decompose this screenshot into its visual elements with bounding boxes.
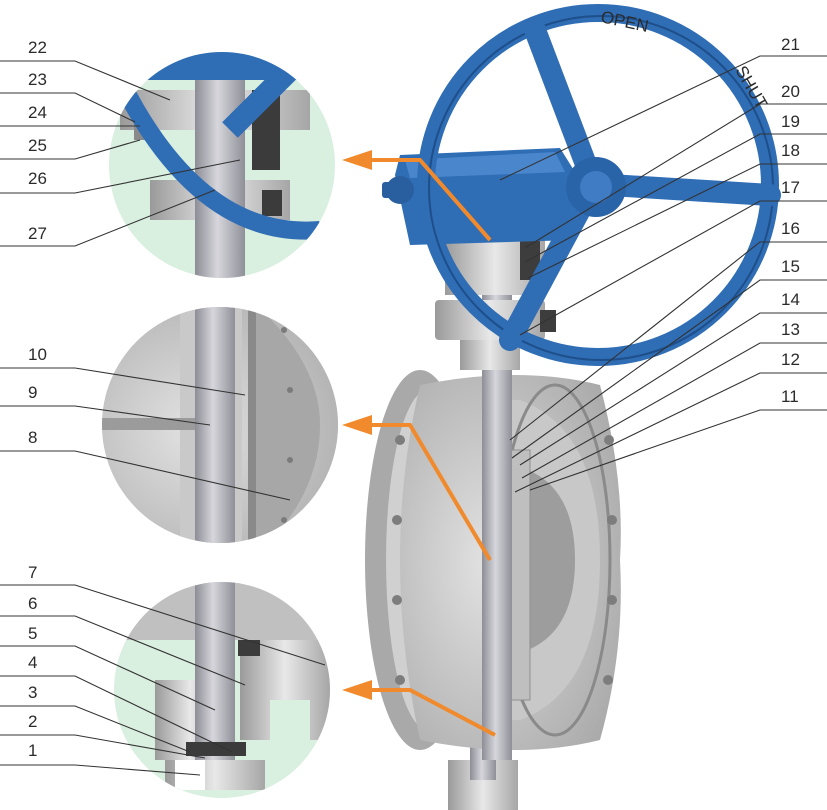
detail-bottom-lower-bearing [114,582,330,798]
callout-17: 17 [519,178,827,336]
arrow-mid-line [370,423,492,562]
svg-text:11: 11 [781,387,799,406]
svg-text:16: 16 [781,219,800,238]
callout-8: 8 [0,428,291,501]
arrow-top-line [370,158,492,242]
callout-2: 2 [0,712,206,759]
detail-top-gearbox-stem [109,52,335,278]
callout-4: 4 [0,653,233,753]
callout-16: 16 [509,219,827,441]
callout-1: 1 [0,741,201,776]
callout-12: 12 [514,350,827,493]
callout-24: 24 [0,103,140,127]
svg-text:18: 18 [781,141,800,160]
svg-text:9: 9 [28,383,37,402]
callout-26: 26 [0,159,241,194]
arrow-bot-line [370,688,496,737]
svg-text:15: 15 [781,257,800,276]
svg-text:5: 5 [28,624,37,643]
detail-middle-disc-stem [102,307,338,543]
callout-19: 19 [524,112,827,263]
svg-text:24: 24 [28,103,47,122]
callout-20: 20 [524,82,827,249]
callout-3: 3 [0,683,191,753]
arrow-left-icon [342,415,372,435]
flange-bolt-holes [392,435,617,685]
callout-25: 25 [0,136,141,160]
svg-text:4: 4 [28,653,37,672]
svg-text:23: 23 [28,70,47,89]
svg-text:27: 27 [28,224,47,243]
svg-text:6: 6 [28,594,37,613]
callout-18: 18 [527,141,827,279]
callout-23: 23 [0,70,136,123]
arrow-left-icon [342,150,372,170]
svg-text:14: 14 [781,290,800,309]
callout-21: 21 [499,35,827,181]
svg-text:26: 26 [28,169,47,188]
svg-text:17: 17 [781,178,800,197]
callouts-left: 22 23 24 25 26 27 10 9 [0,38,326,776]
svg-text:10: 10 [28,345,47,364]
callout-13: 13 [521,320,827,479]
callout-9: 9 [0,383,211,426]
detail-arrows [342,150,496,737]
svg-text:3: 3 [28,683,37,702]
callout-14: 14 [519,290,827,466]
svg-text:22: 22 [28,38,47,57]
svg-text:1: 1 [28,741,37,760]
svg-text:25: 25 [28,136,47,155]
svg-text:13: 13 [781,320,800,339]
callouts-right: 21 20 19 18 17 16 15 14 [499,35,827,493]
svg-text:8: 8 [28,428,37,447]
callout-6: 6 [0,594,246,686]
callout-11: 11 [529,387,827,491]
callout-7: 7 [0,563,326,666]
callout-22: 22 [0,38,171,101]
callout-15: 15 [511,257,827,459]
svg-text:20: 20 [781,82,800,101]
valve-main-assembly: OPEN SHUT [365,4,781,810]
svg-text:19: 19 [781,112,800,131]
svg-text:21: 21 [781,35,800,54]
svg-text:2: 2 [28,712,37,731]
svg-text:12: 12 [781,350,800,369]
callout-5: 5 [0,624,216,711]
callout-10: 10 [0,345,246,396]
callout-27: 27 [0,189,216,247]
svg-text:7: 7 [28,563,37,582]
arrow-left-icon [342,680,372,700]
